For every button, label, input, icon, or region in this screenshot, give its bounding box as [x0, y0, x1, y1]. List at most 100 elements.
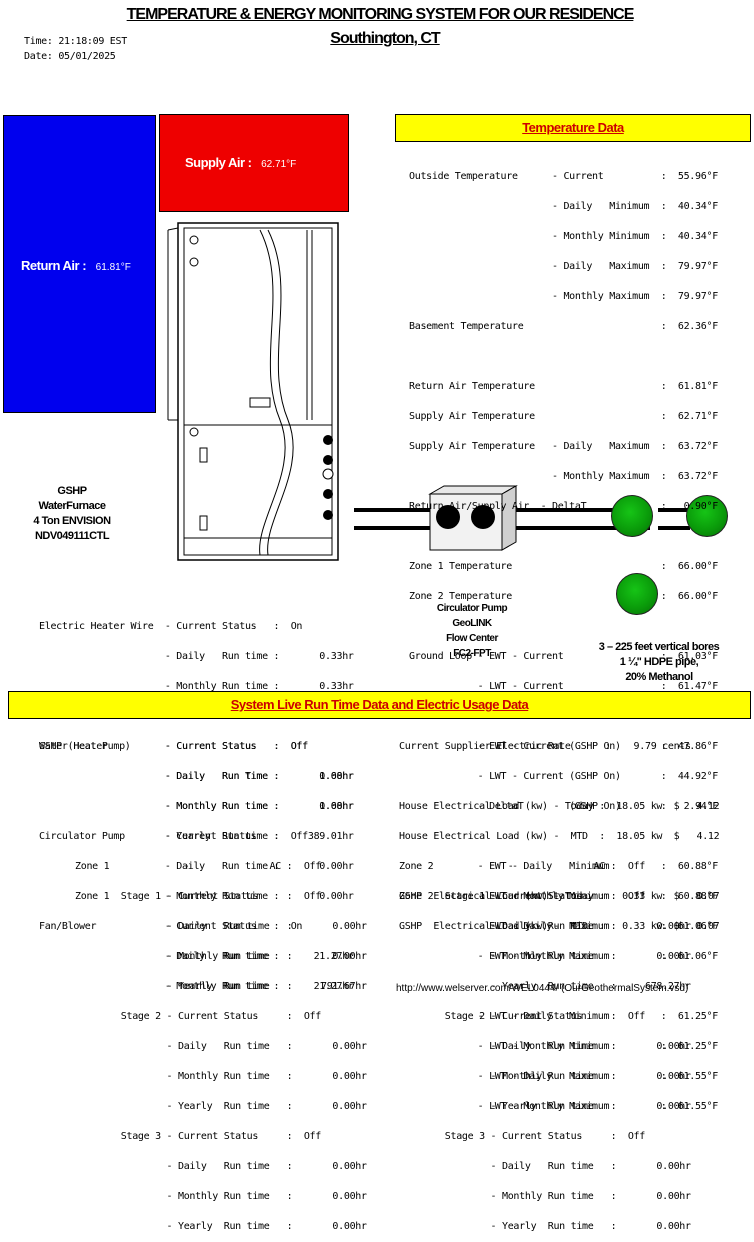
- runtime-data-banner: System Live Run Time Data and Electric U…: [8, 691, 751, 719]
- zone1-line: - Monthly Run time : 0.00hr: [75, 951, 368, 962]
- runtime-line: - Daily Run time : 0.00hr: [39, 861, 354, 872]
- temp-line: - Daily Maximum : 79.97°F: [409, 261, 718, 272]
- runtime-line: Fan/Blower - Current Status : On: [39, 921, 303, 932]
- runtime-line: - Daily Run Time : 0.00hr: [39, 771, 354, 782]
- return-air-panel: Return Air : 61.81°F: [3, 115, 156, 413]
- zone2-line: - Daily Run time : 0.00hr: [399, 1161, 692, 1172]
- runtime-line: - Monthly Run time : 0.00hr: [39, 801, 354, 812]
- zone2-line: - Yearly Run time : 0.00hr: [399, 1221, 692, 1232]
- ground-bore-2: [686, 495, 728, 537]
- zone2-line: - Daily Run time : 0.00hr: [399, 921, 692, 932]
- heater-line: - Yearly Run time : 389.01hr: [39, 831, 354, 842]
- zone2-line: - Daily Run time : 0.00hr: [399, 1041, 692, 1052]
- circulator-caption-line: FC2-FPT: [453, 648, 491, 659]
- heat-pump-caption-line: NDV049111CTL: [34, 530, 110, 542]
- temp-line: - EWT - Daily Maximum : 61.06°F: [409, 921, 719, 932]
- circulator-caption-line: Flow Center: [446, 633, 498, 644]
- temp-line: Return Air/Supply Air - DeltaT : 0.90°F: [409, 501, 718, 512]
- temp-line: Basement Temperature : 62.36°F: [409, 321, 718, 332]
- temperature-data-banner: Temperature Data: [395, 114, 751, 142]
- temp-line: Return Air Temperature : 61.81°F: [409, 381, 718, 392]
- runtime-line: Circulator Pump - Current Status : Off: [39, 831, 308, 842]
- zone1-line: Zone 1 - AC : Off: [75, 861, 321, 872]
- zone1-line: Stage 2 - Current Status : Off: [75, 1011, 322, 1022]
- temp-line: - Monthly Maximum : 79.97°F: [409, 291, 718, 302]
- runtime-line: - Monthly Run time : 0.00hr: [39, 891, 354, 902]
- zone2-line: - Yearly Run time : 678.27hr: [399, 981, 692, 992]
- temp-line: [409, 622, 718, 632]
- ground-bore-1: [611, 495, 653, 537]
- zone2-line: - Monthly Run time : 0.00hr: [399, 1071, 692, 1082]
- electric-usage-list: Current Supplier Electric Rate : 9.79 ce…: [399, 722, 720, 942]
- zone2-line: - Monthly Run time : 0.00hr: [399, 951, 692, 962]
- zone1-line: Stage 3 - Current Status : Off: [75, 1131, 322, 1142]
- electric-line: GSHP Electrical Load (kw) - Today : 0.33…: [399, 891, 720, 902]
- zone2-line: - Monthly Run time : 0.00hr: [399, 1191, 692, 1202]
- circulator-caption-line: Circulator Pump: [436, 603, 508, 614]
- bores-caption-line: 3 – 225 feet vertical bores: [598, 641, 720, 653]
- supply-air-value: 62.71°F: [261, 159, 297, 170]
- bores-caption-line: 20% Methanol: [625, 671, 693, 683]
- temp-line: - Monthly Maximum : 63.72°F: [409, 471, 718, 482]
- zone2-line: Zone 2 Stage 1 - Current Status : Off: [399, 891, 645, 902]
- current-date: Date: 05/01/2025: [24, 51, 116, 62]
- zone1-runtime-list: Zone 1 - AC : Off Zone 1 Stage 1 - Curre…: [75, 842, 367, 1242]
- electric-line: House Electrical Load (kw) - MTD : 18.05…: [399, 831, 720, 842]
- temp-line: Supply Air Temperature - Daily Maximum :…: [409, 441, 718, 452]
- runtime-line: GSHP (Heat Pump) - Current Status : Off: [39, 741, 308, 752]
- heat-pump-caption-line: 4 Ton ENVISION: [33, 515, 111, 527]
- temp-line: [409, 532, 718, 542]
- heater-line: - Monthly Run time : 1.68hr: [39, 801, 354, 812]
- runtime-line: - Daily Run time : 21.27hr: [39, 951, 354, 962]
- circulator-caption-line: GeoLINK: [452, 618, 492, 629]
- temp-line: Outside Temperature - Current : 55.96°F: [409, 171, 718, 182]
- location-title: Southington, CT: [330, 30, 440, 47]
- temp-line: Ground Loop - EWT - Current : 61.03°F: [409, 651, 718, 662]
- zone1-line: - Yearly Run time : 0.00hr: [75, 1101, 368, 1112]
- temp-line: - DeltaT (GSHP On) : 2.94°F: [409, 801, 719, 812]
- heat-pump-caption-line: GSHP: [57, 485, 87, 497]
- temp-line: - Daily Minimum : 40.34°F: [409, 201, 718, 212]
- runtime-line: - Monthly Run time : 21.27hr: [39, 981, 354, 992]
- temp-line: - EWT - Daily Minimum : 60.88°F: [409, 861, 719, 872]
- temp-line: - EWT - Monthly Maximum : 61.06°F: [409, 951, 719, 962]
- electric-line: Current Supplier Electric Rate : 9.79 ce…: [399, 741, 691, 752]
- zone1-line: - Monthly Run time : 0.00hr: [75, 1191, 368, 1202]
- heater-line: Electric Heater Wire - Current Status : …: [39, 621, 303, 632]
- electric-line: GSHP Electrical Load (kw) - MTD : 0.33 k…: [399, 921, 720, 932]
- current-time: Time: 21:18:09 EST: [24, 36, 127, 47]
- zone1-line: - Yearly Run time : 0.00hr: [75, 1221, 368, 1232]
- circulator-caption: Circulator Pump GeoLINK Flow Center FC2-…: [414, 601, 530, 661]
- temp-line: - Monthly Minimum : 40.34°F: [409, 231, 718, 242]
- electric-line: House Electrical Load (kw) - Today : 18.…: [399, 801, 720, 812]
- zone2-line: - Yearly Run time : 0.00hr: [399, 1101, 692, 1112]
- bores-caption-line: 1 ¼" HDPE pipe,: [619, 656, 699, 668]
- heater-line: - Daily Run time : 0.33hr: [39, 651, 354, 662]
- zone2-line: Stage 2 - Current Status : Off: [399, 1011, 646, 1022]
- ground-bore-3: [616, 573, 658, 615]
- heater-status-list: Electric Heater Wire - Current Status : …: [39, 602, 354, 852]
- return-air-value: 61.81°F: [95, 262, 131, 273]
- temp-line: - EWT - Monthly Minimum : 60.88°F: [409, 891, 719, 902]
- temp-line: [409, 352, 718, 362]
- page-title: TEMPERATURE & ENERGY MONITORING SYSTEM F…: [126, 6, 635, 23]
- supply-air-label: Supply Air :: [185, 155, 252, 170]
- zone2-line: Stage 3 - Current Status : Off: [399, 1131, 646, 1142]
- heat-pump-caption-line: WaterFurnace: [38, 500, 106, 512]
- temp-line: Zone 2 Temperature : 66.00°F: [409, 591, 718, 602]
- zone2-runtime-list: Zone 2 - AC : Off Zone 2 Stage 1 - Curre…: [399, 842, 691, 1242]
- temp-line: - LWT - Current (GSHP On) : 44.92°F: [409, 771, 719, 782]
- temp-line: Supply Air Temperature : 62.71°F: [409, 411, 718, 422]
- temp-line: Zone 1 Temperature : 66.00°F: [409, 561, 718, 572]
- zone1-line: - Yearly Run time : 791.67hr: [75, 981, 368, 992]
- zone1-line: - Daily Run time : 0.00hr: [75, 1161, 368, 1172]
- zone2-line: Zone 2 - AC : Off: [399, 861, 645, 872]
- heater-line: Water Heater - Current Status : Off: [39, 741, 308, 752]
- footer-link[interactable]: http://www.welserver.com/WEL0444/ (OurGe…: [396, 983, 689, 994]
- heat-pump-caption: GSHP WaterFurnace 4 Ton ENVISION NDV0491…: [20, 484, 124, 544]
- runtime-status-list: GSHP (Heat Pump) - Current Status : Off …: [39, 722, 354, 1002]
- return-air-label: Return Air :: [21, 258, 87, 273]
- heat-pump-unit-drawing: [167, 222, 339, 561]
- temp-line: - LWT - Current : 61.47°F: [409, 681, 719, 692]
- heater-line: - Monthly Run time : 0.33hr: [39, 681, 354, 692]
